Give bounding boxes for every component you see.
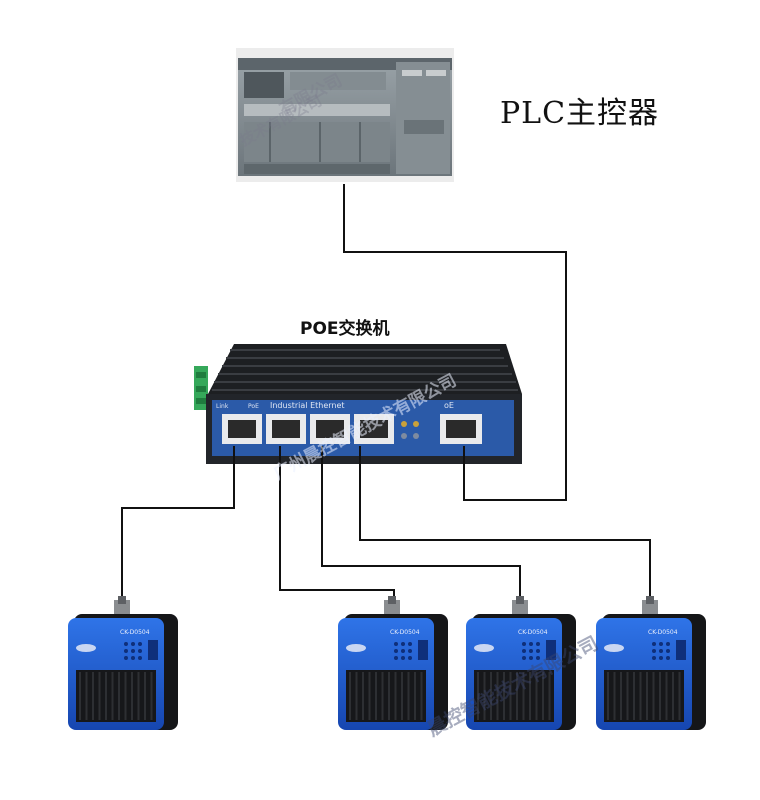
reader-logo-icon	[346, 644, 366, 652]
rj45-port-2	[266, 414, 306, 444]
reader-logo-icon	[474, 644, 494, 652]
reader-model-label: CK-D0504	[518, 629, 548, 636]
port-poe-label: PoE	[248, 403, 259, 410]
reader-button-dot	[401, 649, 405, 653]
reader-button-dot	[408, 642, 412, 646]
reader-button-dot	[394, 649, 398, 653]
reader-button-dot	[401, 656, 405, 660]
reader-connector-tip	[388, 596, 396, 604]
rfid-reader-3: CK-D0504	[466, 596, 576, 730]
reader-button-dot	[124, 642, 128, 646]
reader-button-dot	[529, 642, 533, 646]
reader-button-dot	[522, 649, 526, 653]
reader-button-dot	[408, 656, 412, 660]
reader-button-dot	[652, 649, 656, 653]
reader-connector-tip	[646, 596, 654, 604]
switch-brand-suffix: oE	[444, 401, 454, 410]
reader-button-dot	[131, 649, 135, 653]
reader-button-dot	[401, 642, 405, 646]
reader-button-dot	[529, 656, 533, 660]
reader-button-dot	[522, 642, 526, 646]
reader-model-label: CK-D0504	[648, 629, 678, 636]
plc-controller	[236, 48, 454, 182]
rj45-port-4	[354, 414, 394, 444]
switch-brand-text: Industrial Ethernet	[270, 401, 345, 410]
reader-button-dot	[652, 642, 656, 646]
rfid-reader-2: CK-D0504	[338, 596, 448, 730]
reader-antenna-grille	[346, 670, 426, 722]
reader-button-dot	[666, 649, 670, 653]
reader-model-label: CK-D0504	[390, 629, 420, 636]
rj45-uplink-port	[440, 414, 482, 444]
reader-logo-icon	[604, 644, 624, 652]
reader-button-dot	[536, 656, 540, 660]
reader-button-dot	[131, 642, 135, 646]
reader-button-dot	[394, 642, 398, 646]
rfid-reader-4: CK-D0504	[596, 596, 706, 730]
rj45-port-1	[222, 414, 262, 444]
reader-button-dot	[522, 656, 526, 660]
reader-button-dot	[138, 642, 142, 646]
reader-connector-tip	[118, 596, 126, 604]
reader-model-label: CK-D0504	[120, 629, 150, 636]
port-link-label: Link	[216, 403, 229, 410]
reader-indicator-strip	[676, 640, 686, 660]
reader-button-dot	[394, 656, 398, 660]
plc-controller-label: PLC主控器	[500, 96, 660, 131]
reader-button-dot	[131, 656, 135, 660]
reader-button-dot	[138, 649, 142, 653]
reader-button-dot	[659, 649, 663, 653]
status-leds	[401, 421, 419, 439]
reader-button-dot	[659, 642, 663, 646]
reader-button-dot	[138, 656, 142, 660]
reader-antenna-grille	[604, 670, 684, 722]
reader-indicator-strip	[148, 640, 158, 660]
reader-antenna-grille	[76, 670, 156, 722]
reader-button-dot	[124, 656, 128, 660]
reader-button-dot	[529, 649, 533, 653]
network-cables	[121, 184, 651, 604]
reader-button-dot	[536, 642, 540, 646]
reader-antenna-grille	[474, 670, 554, 722]
reader-button-dot	[666, 642, 670, 646]
reader-connector-tip	[516, 596, 524, 604]
rfid-reader-1: CK-D0504	[68, 596, 178, 730]
reader-button-dot	[666, 656, 670, 660]
reader-indicator-strip	[418, 640, 428, 660]
poe-switch: Industrial Ethernet oE Link PoE	[194, 344, 522, 464]
reader-button-dot	[659, 656, 663, 660]
reader-indicator-strip	[546, 640, 556, 660]
reader-button-dot	[408, 649, 412, 653]
reader-button-dot	[652, 656, 656, 660]
reader-button-dot	[536, 649, 540, 653]
reader-button-dot	[124, 649, 128, 653]
poe-switch-label: POE交换机	[300, 319, 390, 339]
reader-logo-icon	[76, 644, 96, 652]
rj45-port-3	[310, 414, 350, 444]
